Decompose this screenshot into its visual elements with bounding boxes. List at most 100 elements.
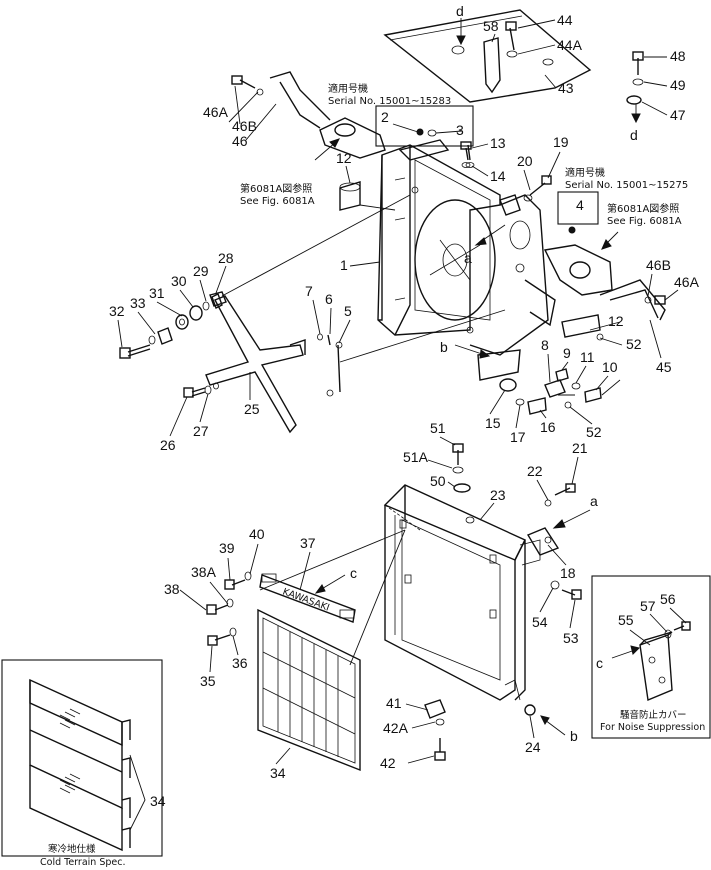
- label-40: 40: [249, 526, 265, 542]
- label-34: 34: [270, 765, 286, 781]
- label-33: 33: [130, 295, 146, 311]
- label-44A: 44A: [557, 37, 583, 53]
- label-48: 48: [670, 48, 686, 64]
- label-52-upper: 52: [626, 336, 642, 352]
- bolts-53-54: [550, 580, 582, 600]
- label-43: 43: [558, 80, 574, 96]
- label-31: 31: [149, 285, 165, 301]
- label-19: 19: [553, 134, 569, 150]
- bolts-26-27: [183, 382, 219, 398]
- serial-left-jp: 適用号機: [328, 82, 368, 95]
- fig-left-jp: 第6081A図参照: [240, 182, 312, 195]
- label-12-left: 12: [336, 150, 352, 166]
- label-52-lower: 52: [586, 424, 602, 440]
- ref-a-shroud: a: [464, 250, 472, 266]
- label-11: 11: [580, 349, 595, 365]
- label-2: 2: [381, 109, 389, 125]
- label-54: 54: [532, 614, 548, 630]
- label-46A-left: 46A: [203, 104, 229, 120]
- top-cover-43: [383, 9, 592, 103]
- part-labels: 1 2 3 4 5 6 7 8 9 10 11 12 12 13 14 15 1…: [109, 3, 700, 809]
- grille-bolts: [206, 571, 252, 646]
- fig-left: See Fig. 6081A: [240, 196, 315, 207]
- label-53: 53: [563, 630, 579, 646]
- label-7: 7: [305, 283, 313, 299]
- label-35: 35: [200, 673, 216, 689]
- label-37: 37: [300, 535, 316, 551]
- label-28: 28: [218, 250, 234, 266]
- reference-arrows: [314, 18, 640, 736]
- bracket-18: [526, 483, 576, 556]
- cold-jp: 寒冷地仕様: [48, 843, 96, 855]
- label-47: 47: [670, 107, 686, 123]
- label-51: 51: [430, 420, 446, 436]
- ref-c-inset: c: [596, 655, 603, 671]
- radiator-frame-23: [383, 484, 541, 701]
- label-58: 58: [483, 18, 499, 34]
- label-50: 50: [430, 473, 446, 489]
- label-55: 55: [618, 612, 634, 628]
- noise-jp: 騒音防止カバー: [620, 709, 687, 721]
- sleeve-12-left: [339, 181, 361, 211]
- label-21: 21: [572, 440, 588, 456]
- label-29: 29: [193, 263, 209, 279]
- label-57: 57: [640, 598, 656, 614]
- left-bracket-assembly: [231, 71, 386, 159]
- top-bolts: [505, 21, 644, 124]
- noise-caption: 騒音防止カバー For Noise Suppression: [600, 709, 705, 733]
- label-44: 44: [557, 12, 573, 28]
- label-9: 9: [563, 345, 571, 361]
- label-51A: 51A: [403, 449, 429, 465]
- stay-25: [205, 291, 306, 434]
- shroud-mount-lower: [499, 378, 547, 415]
- label-4: 4: [576, 197, 584, 213]
- ref-d-right: d: [630, 127, 638, 143]
- label-22: 22: [527, 463, 543, 479]
- label-16: 16: [540, 419, 556, 435]
- cold-caption: 寒冷地仕様 Cold Terrain Spec.: [40, 843, 125, 868]
- serial-note-left: 適用号機 Serial No. 15001~15283 第6081A図参照 Se…: [240, 82, 451, 207]
- connector-lines: [221, 194, 621, 666]
- ref-b-shroud: b: [440, 339, 448, 355]
- fig-right: See Fig. 6081A: [607, 216, 682, 227]
- label-32: 32: [109, 303, 125, 319]
- ref-a-frame: a: [590, 493, 598, 509]
- label-15: 15: [485, 415, 501, 431]
- label-24: 24: [525, 739, 541, 755]
- fan-shroud-1: [377, 144, 556, 381]
- label-46B-right: 46B: [646, 257, 671, 273]
- label-38A: 38A: [191, 564, 217, 580]
- emblem-37: KAWASAKI: [259, 573, 356, 623]
- right-sleeve-bolts: [544, 314, 604, 409]
- label-13: 13: [490, 135, 506, 151]
- label-14: 14: [490, 168, 506, 184]
- label-10: 10: [602, 359, 618, 375]
- stays-5-6-7: [317, 333, 343, 397]
- label-49: 49: [670, 77, 686, 93]
- ref-b-frame: b: [570, 728, 578, 744]
- ref-d-top: d: [456, 3, 464, 19]
- bolts-50-51: [452, 443, 471, 493]
- cold-en: Cold Terrain Spec.: [40, 857, 125, 868]
- label-3: 3: [456, 122, 464, 138]
- grille-34: [257, 608, 361, 772]
- serial-note-right: 適用号機 Serial No. 15001~15275 第6081A図参照 Se…: [565, 166, 688, 227]
- label-5: 5: [344, 303, 352, 319]
- inset-noise-suppression: [591, 575, 711, 739]
- bolt-stack-left: [119, 293, 223, 359]
- label-39: 39: [219, 540, 235, 556]
- label-17: 17: [510, 429, 526, 445]
- label-25: 25: [244, 401, 260, 417]
- label-36: 36: [232, 655, 248, 671]
- label-26: 26: [160, 437, 176, 453]
- inset-cold-terrain: [1, 659, 163, 857]
- label-12-right: 12: [608, 313, 624, 329]
- callout-box-4: [557, 191, 599, 225]
- label-23: 23: [490, 487, 506, 503]
- label-45: 45: [656, 359, 672, 375]
- fig-right-jp: 第6081A図参照: [607, 202, 679, 215]
- label-18: 18: [560, 565, 576, 581]
- label-27: 27: [193, 423, 209, 439]
- serial-left: Serial No. 15001~15283: [328, 96, 451, 107]
